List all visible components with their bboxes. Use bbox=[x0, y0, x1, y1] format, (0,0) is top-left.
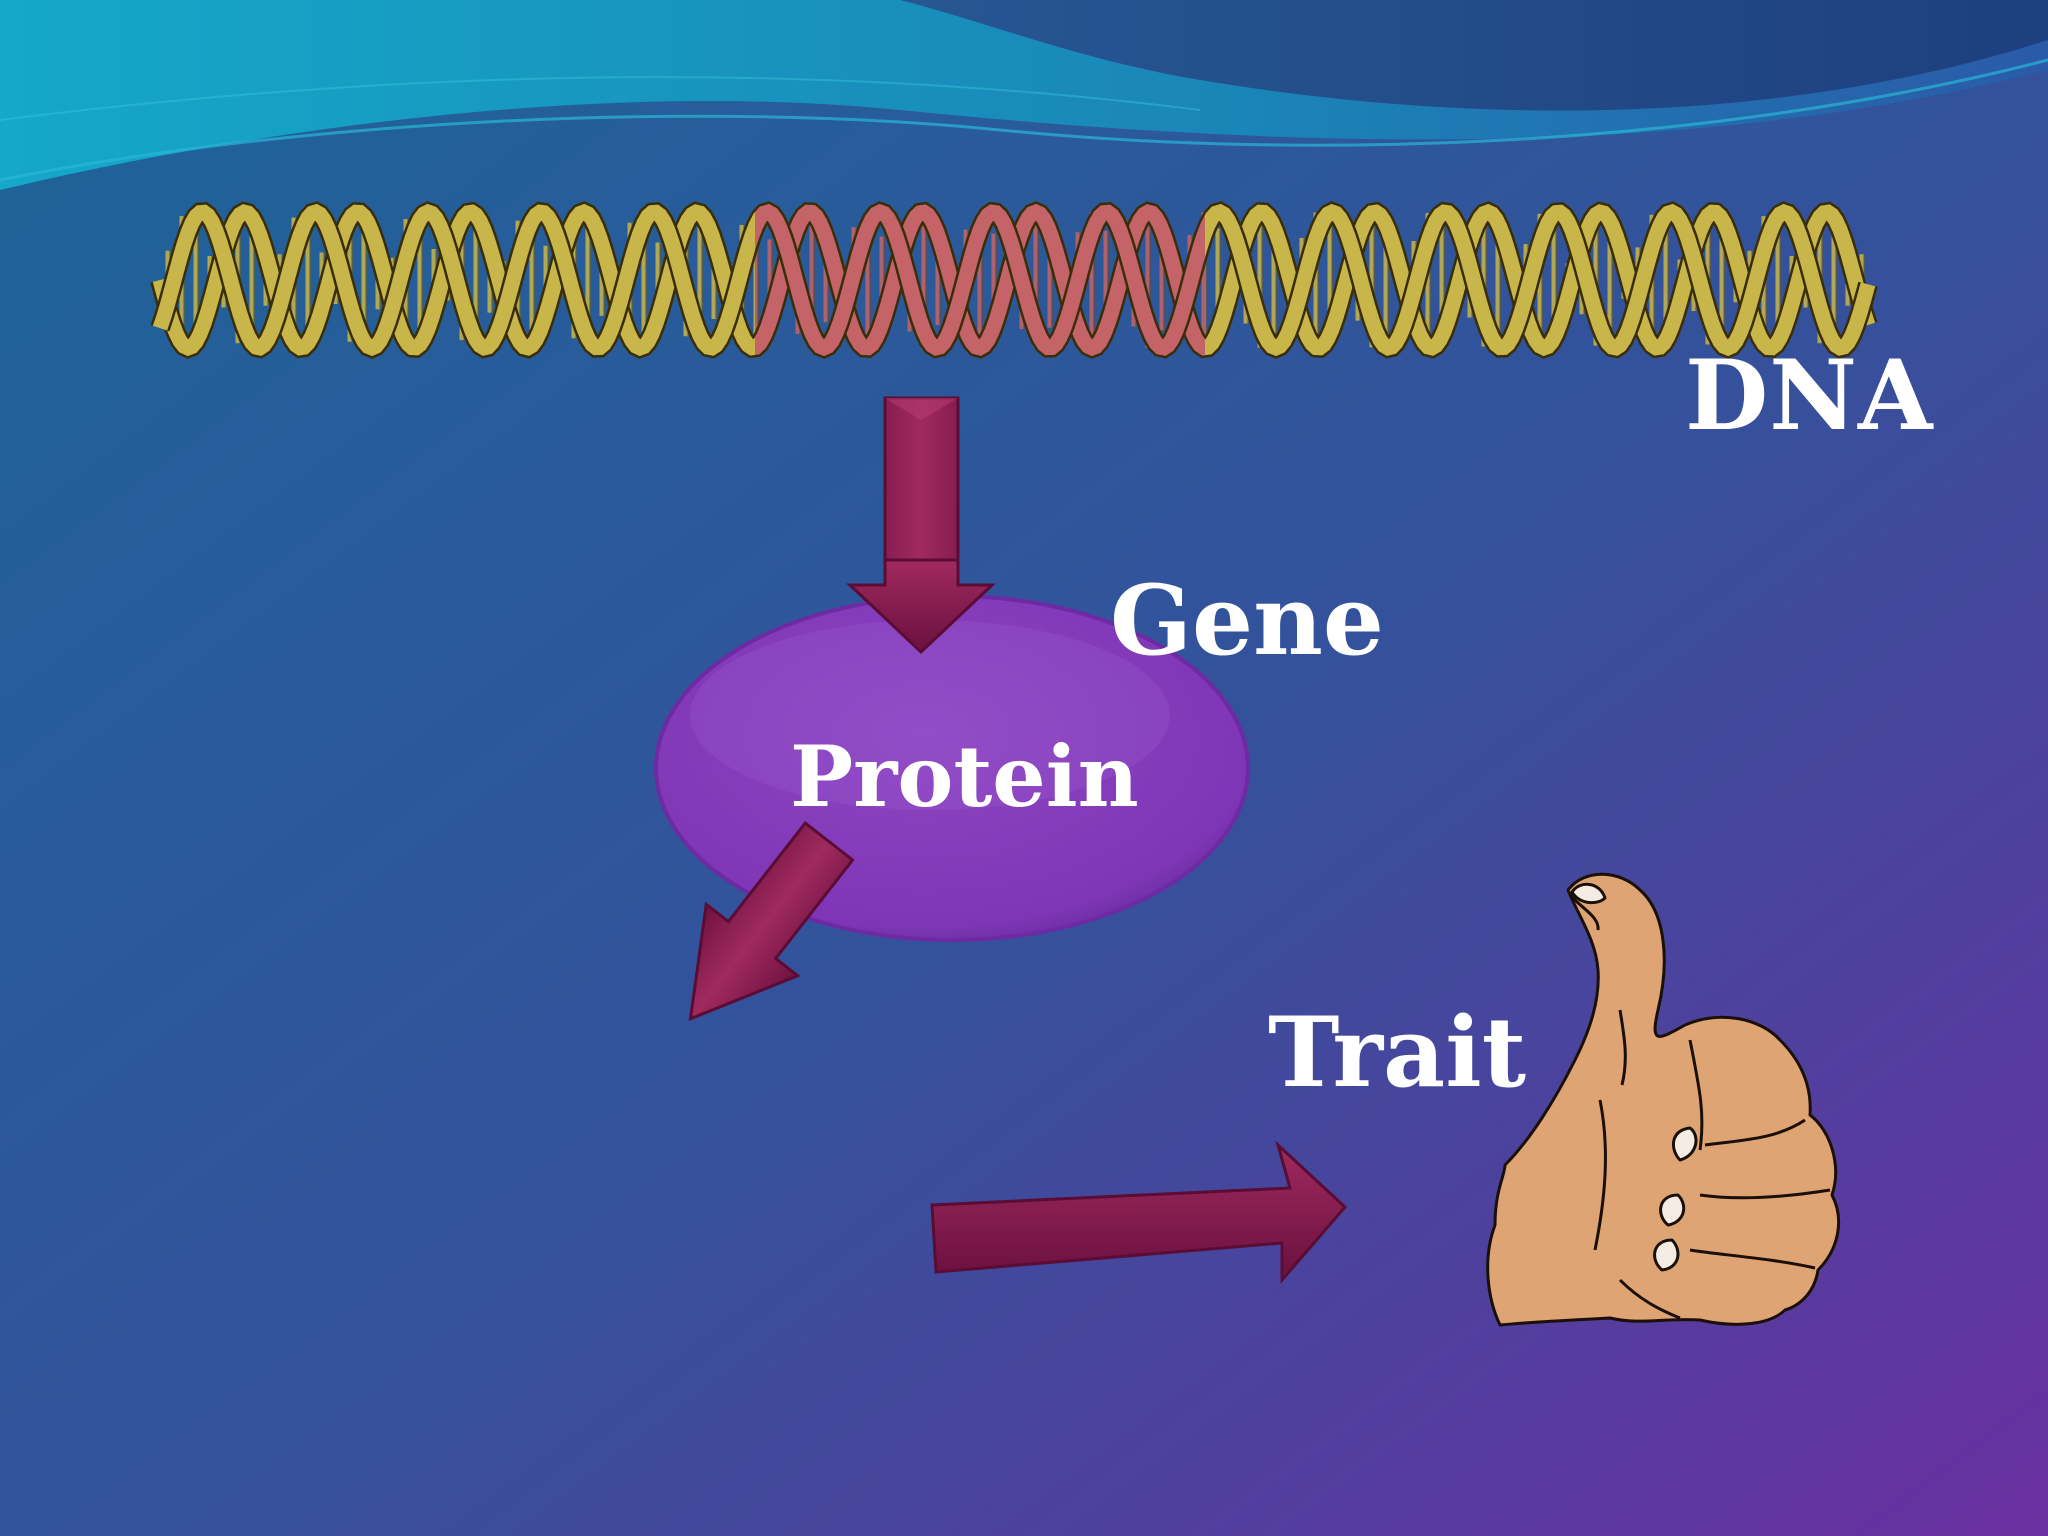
right-arrow-icon bbox=[930, 1140, 1348, 1285]
thumbs-up-hand-icon bbox=[1486, 872, 1840, 1327]
protein-label: Protein bbox=[790, 727, 1139, 826]
dna-helix-icon bbox=[150, 201, 1878, 359]
down-arrow-head bbox=[846, 558, 996, 655]
dna-label: DNA bbox=[1685, 339, 1934, 452]
gene-label: Gene bbox=[1110, 564, 1384, 677]
trait-label: Trait bbox=[1268, 996, 1527, 1109]
down-left-arrow-icon bbox=[688, 820, 855, 1022]
header-wave-decoration bbox=[0, 0, 2048, 190]
